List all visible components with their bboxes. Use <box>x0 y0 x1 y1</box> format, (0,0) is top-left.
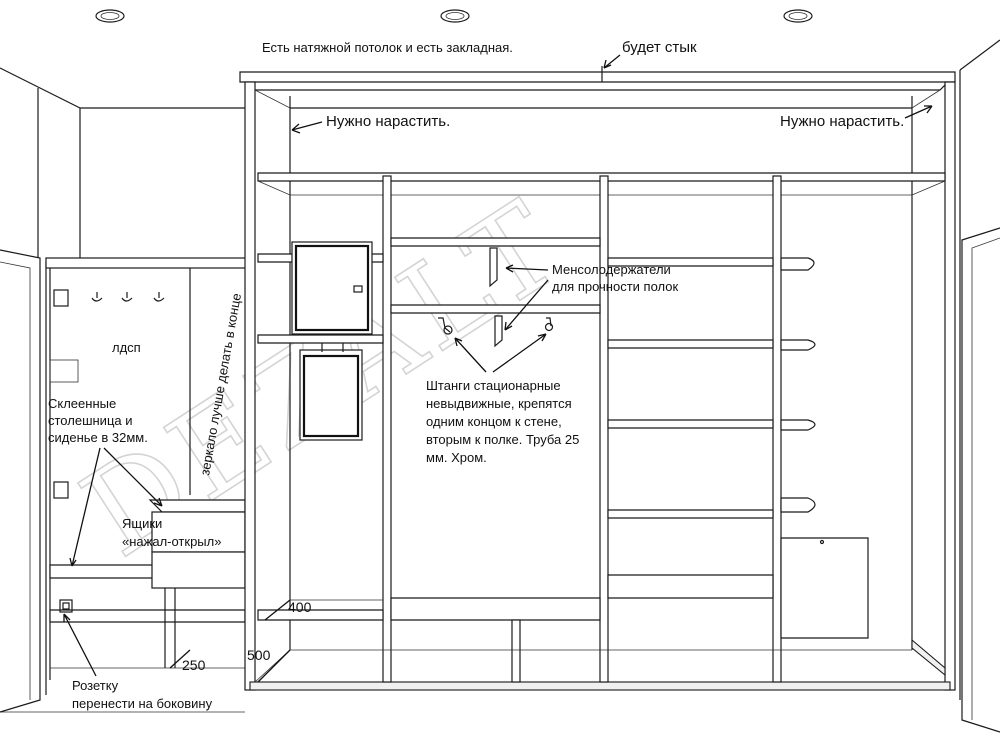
ceiling-note: Есть натяжной потолок и есть закладная. <box>262 40 513 55</box>
rods-note-line3: одним концом к стене, <box>426 414 562 429</box>
rods-note-line4: вторым к полке. Труба 25 <box>426 432 579 447</box>
extend-right-note: Нужно нарастить. <box>780 113 904 130</box>
left-door <box>0 249 47 713</box>
joint-note: будет стык <box>622 39 697 56</box>
bottom-lines <box>254 649 912 683</box>
right-section <box>780 537 946 677</box>
ceiling-lights <box>95 9 813 23</box>
rods-note-line2: невыдвижные, крепятся <box>426 396 572 411</box>
socket-note-line1: Розетку <box>72 678 119 693</box>
room-walls <box>0 39 1000 713</box>
socket-note-line2: перенести на боковину <box>72 696 213 711</box>
dimension-400: 400 <box>288 599 312 615</box>
rods-note-line5: мм. Хром. <box>426 450 487 465</box>
glued-note-line3: сиденье в 32мм. <box>48 430 148 445</box>
extend-left-note: Нужно нарастить. <box>326 113 450 130</box>
glued-note-line1: Склеенные <box>48 396 116 411</box>
drawers-note-line1: Ящики <box>122 516 162 531</box>
annotation-arrows <box>63 54 933 683</box>
partitions <box>382 175 782 683</box>
left-section-shelves <box>257 241 384 621</box>
right-door <box>961 227 1000 733</box>
ldsp-label: лдсп <box>112 340 141 355</box>
corner-shelves <box>780 257 816 513</box>
brackets-note-line1: Менсолодержатели <box>552 262 671 277</box>
right-middle-shelves <box>607 257 774 599</box>
middle-section <box>390 237 601 683</box>
drawers-note-line2: «нажал-открыл» <box>122 534 221 549</box>
rods-note-line1: Штанги стационарные <box>426 378 561 393</box>
dimension-500: 500 <box>247 647 271 663</box>
brackets-note-line2: для прочности полок <box>552 279 678 294</box>
glued-note-line2: столешница и <box>48 413 133 428</box>
dimension-250: 250 <box>182 657 206 673</box>
